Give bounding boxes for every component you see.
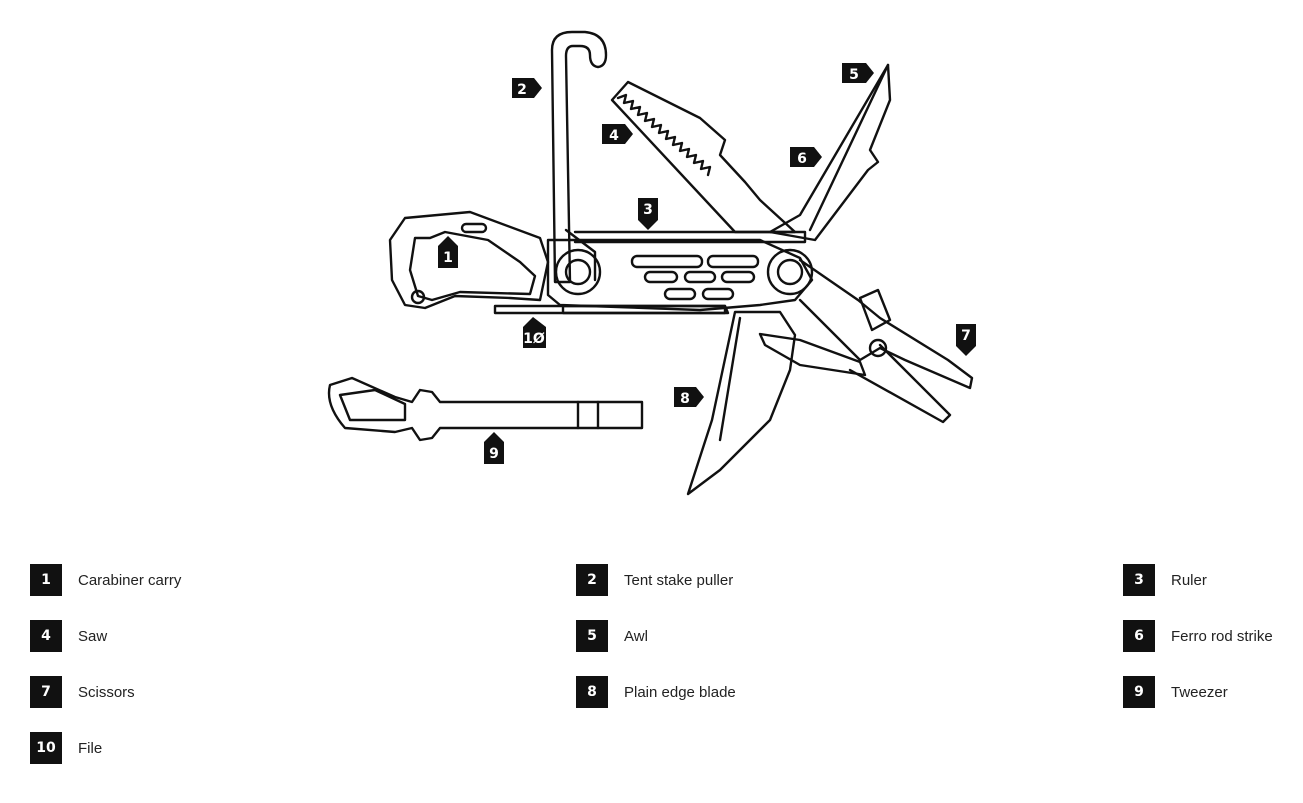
legend-item-plain-edge-blade: 8 Plain edge blade — [576, 676, 736, 708]
legend-item-scissors: 7 Scissors — [30, 676, 135, 708]
legend-item-carabiner: 1 Carabiner carry — [30, 564, 181, 596]
tweezer-part — [327, 376, 644, 442]
legend-number: 3 — [1123, 564, 1155, 596]
callout-4: 4 — [609, 128, 619, 144]
legend-item-saw: 4 Saw — [30, 620, 107, 652]
legend-item-ferro-rod: 6 Ferro rod strike — [1123, 620, 1273, 652]
callout-6: 6 — [797, 151, 807, 167]
callout-7: 7 — [961, 328, 971, 344]
legend-label: Tent stake puller — [624, 571, 734, 589]
awl-tool — [768, 63, 892, 242]
carabiner-part — [388, 210, 550, 310]
legend-item-file: 10 File — [30, 732, 102, 764]
legend-number: 2 — [576, 564, 608, 596]
legend-number: 10 — [30, 732, 62, 764]
legend-label: Carabiner carry — [78, 571, 182, 589]
plain-edge-blade — [686, 310, 797, 496]
callout-10: 1Ø — [523, 331, 545, 347]
legend-label: Plain edge blade — [624, 683, 736, 701]
legend-item-tweezer: 9 Tweezer — [1123, 676, 1228, 708]
legend-number: 5 — [576, 620, 608, 652]
legend-number: 8 — [576, 676, 608, 708]
legend-item-ruler: 3 Ruler — [1123, 564, 1207, 596]
callout-8: 8 — [680, 391, 690, 407]
legend-number: 7 — [30, 676, 62, 708]
legend-number: 6 — [1123, 620, 1155, 652]
callout-2: 2 — [517, 82, 527, 98]
legend-label: Ruler — [1171, 571, 1207, 589]
legend-item-tent-stake: 2 Tent stake puller — [576, 564, 733, 596]
callout-5: 5 — [849, 67, 859, 83]
legend-label: File — [78, 739, 103, 757]
scissors-part — [798, 258, 974, 390]
callout-3: 3 — [643, 202, 653, 218]
legend-number: 1 — [30, 564, 62, 596]
legend-item-awl: 5 Awl — [576, 620, 648, 652]
legend-label: Awl — [624, 627, 648, 645]
legend-number: 4 — [30, 620, 62, 652]
legend-label: Saw — [78, 627, 108, 645]
tool-body — [546, 238, 814, 312]
multitool-diagram: 1 2 3 4 5 6 7 8 9 1Ø — [327, 30, 976, 496]
legend-number: 9 — [1123, 676, 1155, 708]
legend-label: Ferro rod strike — [1171, 627, 1273, 645]
callout-9: 9 — [489, 446, 499, 462]
callout-1: 1 — [443, 250, 453, 266]
legend-label: Tweezer — [1171, 683, 1228, 701]
tent-stake-hook — [550, 30, 608, 284]
legend-label: Scissors — [78, 683, 135, 701]
saw-blade — [610, 80, 797, 234]
